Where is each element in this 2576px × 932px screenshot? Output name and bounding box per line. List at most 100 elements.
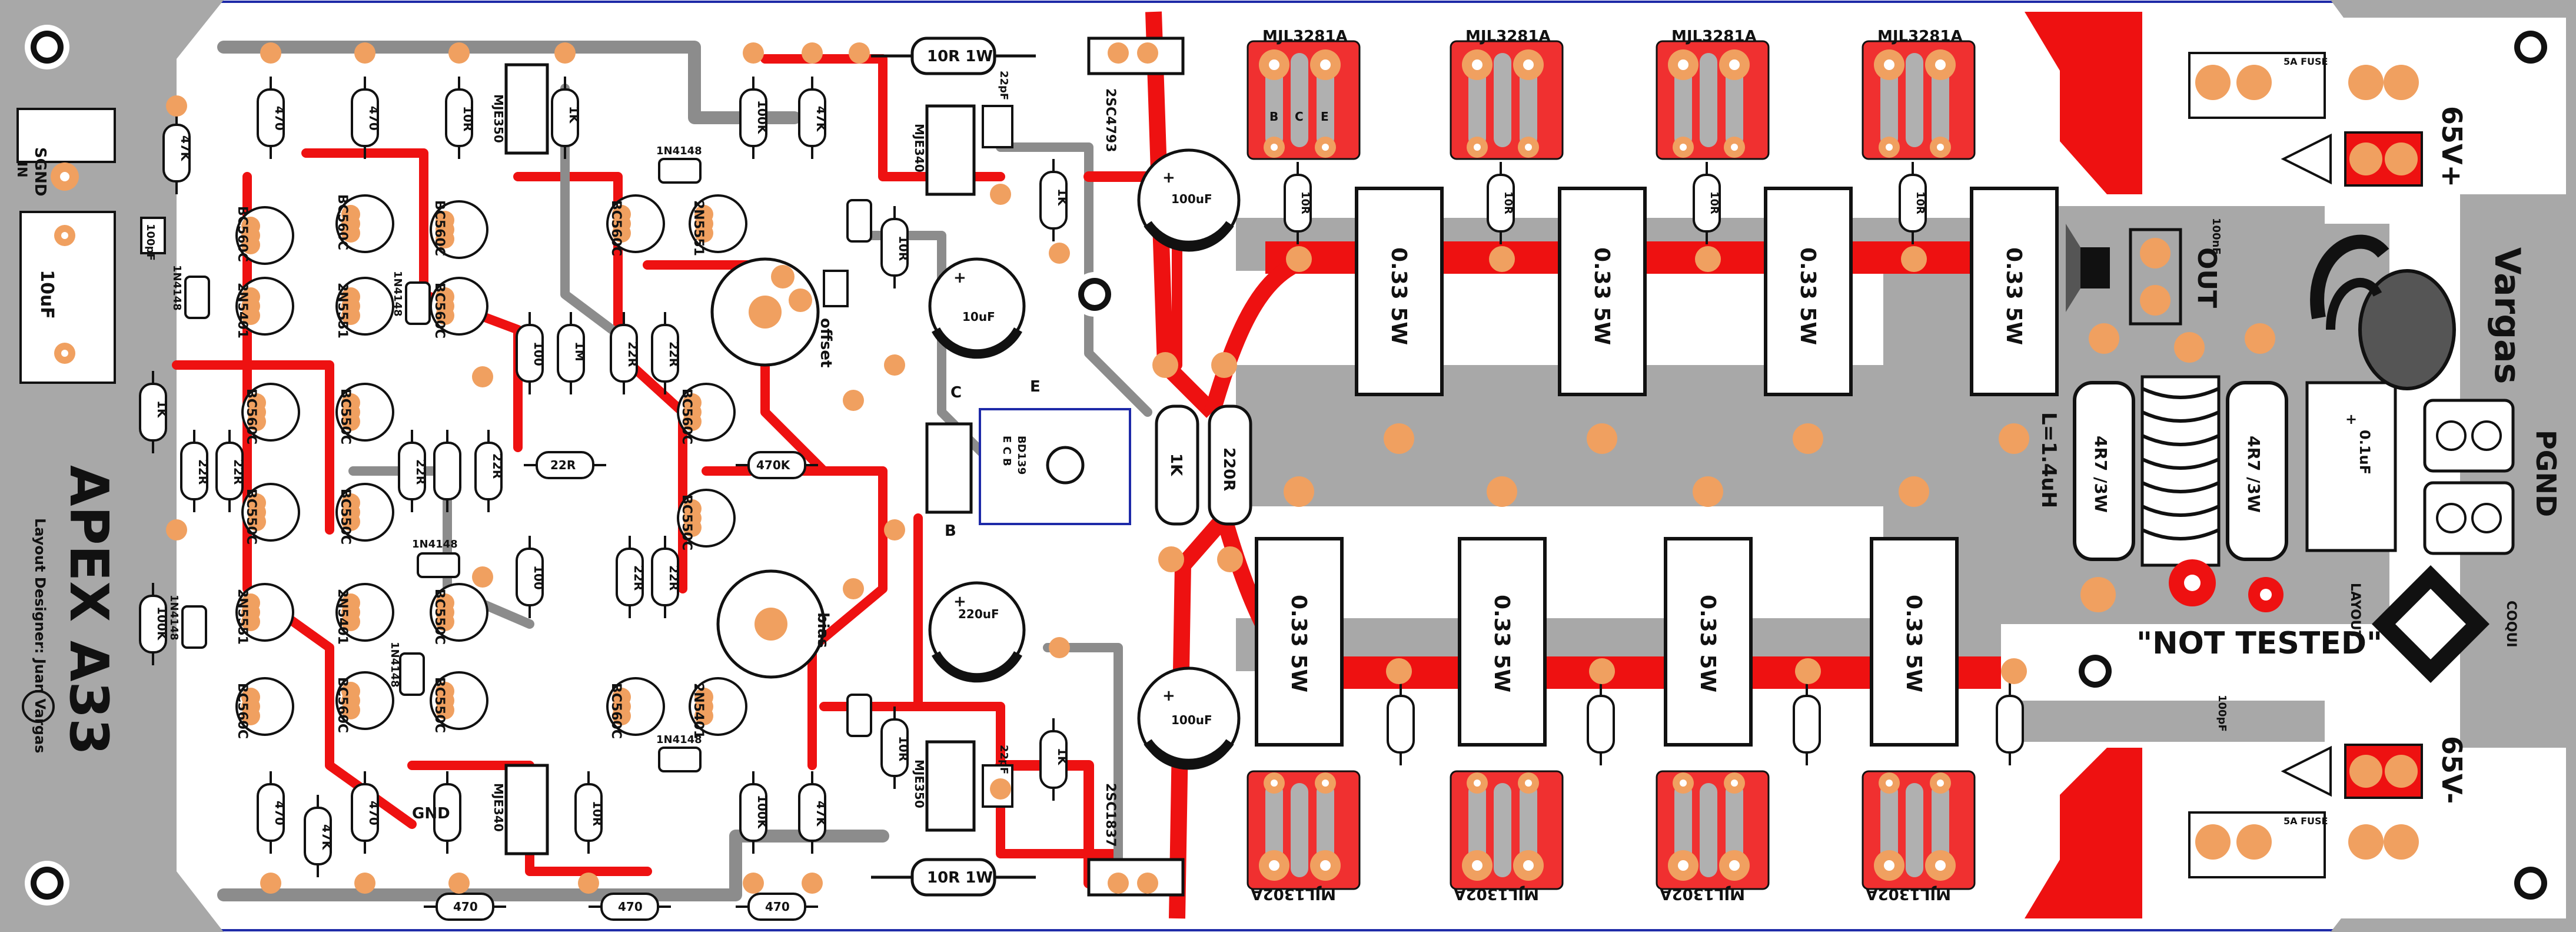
svg-text:2SC4793: 2SC4793 bbox=[1103, 88, 1118, 152]
svg-text:10R: 10R bbox=[1502, 191, 1514, 214]
svg-text:10R: 10R bbox=[896, 736, 910, 761]
svg-text:10R: 10R bbox=[1914, 191, 1926, 214]
svg-text:22R: 22R bbox=[667, 341, 681, 367]
svg-text:10R: 10R bbox=[1299, 191, 1311, 214]
r1k-label: 1K bbox=[1167, 453, 1185, 476]
svg-text:BC560C: BC560C bbox=[432, 283, 447, 339]
svg-text:B: B bbox=[945, 522, 956, 540]
vminus-connector[interactable] bbox=[2281, 744, 2423, 799]
fuse-bottom-label: 5A FUSE bbox=[2284, 815, 2328, 827]
svg-text:100: 100 bbox=[531, 341, 546, 366]
pnp-4-label: MJL1302A bbox=[1866, 885, 1951, 903]
bias-trimmer[interactable] bbox=[716, 569, 826, 679]
svg-text:47K: 47K bbox=[320, 824, 334, 851]
svg-text:10R 1W: 10R 1W bbox=[927, 48, 993, 65]
npn-3-label: MJL3281A bbox=[1671, 28, 1757, 45]
svg-text:22R: 22R bbox=[414, 459, 428, 485]
svg-text:100K: 100K bbox=[155, 606, 169, 641]
svg-text:+: + bbox=[2345, 411, 2357, 427]
zobel-cap bbox=[2305, 381, 2397, 552]
svg-text:1N4148: 1N4148 bbox=[656, 145, 702, 157]
r10-1w-top bbox=[871, 37, 1036, 75]
svg-text:100K: 100K bbox=[755, 795, 769, 830]
vminus-fuse[interactable] bbox=[2188, 811, 2419, 878]
vplus-connector[interactable] bbox=[2281, 131, 2423, 187]
svg-text:BC550C: BC550C bbox=[432, 589, 447, 645]
svg-text:10R: 10R bbox=[1708, 191, 1720, 214]
svg-text:470: 470 bbox=[765, 900, 790, 914]
svg-text:1M: 1M bbox=[573, 341, 587, 361]
svg-text:MJE350: MJE350 bbox=[491, 94, 506, 143]
svg-text:22R: 22R bbox=[550, 458, 576, 472]
svg-text:E: E bbox=[1321, 110, 1329, 124]
pre-driver-bottom bbox=[504, 764, 549, 855]
gnd-label: GND bbox=[412, 805, 450, 822]
svg-text:4R7 /3W: 4R7 /3W bbox=[2244, 436, 2263, 513]
svg-text:22R: 22R bbox=[667, 565, 681, 591]
svg-text:1K: 1K bbox=[155, 400, 169, 419]
sgnd-label: SGND bbox=[31, 147, 49, 196]
svg-text:BC560C: BC560C bbox=[235, 683, 250, 739]
svg-text:100pF: 100pF bbox=[2216, 695, 2228, 732]
svg-text:E: E bbox=[1030, 378, 1041, 396]
driver-bottom bbox=[1087, 858, 1185, 897]
not-tested-label: "NOT TESTED" bbox=[2136, 626, 2382, 661]
emitter-res-top-3: 0.33 5W bbox=[1796, 247, 1820, 345]
cap-220uf-label: 220uF bbox=[958, 607, 999, 621]
vas-bottom bbox=[925, 740, 976, 832]
svg-text:10R 1W: 10R 1W bbox=[927, 869, 993, 887]
svg-text:BC560C: BC560C bbox=[432, 200, 447, 256]
svg-text:2N5551: 2N5551 bbox=[335, 283, 350, 339]
svg-text:C: C bbox=[950, 384, 962, 402]
emitter-res-top-4: 0.33 5W bbox=[2002, 247, 2026, 345]
emitter-res-bottom-2: 0.33 5W bbox=[1490, 595, 1514, 692]
svg-text:C: C bbox=[1295, 110, 1304, 124]
svg-text:1N4148: 1N4148 bbox=[656, 734, 702, 746]
svg-text:MJE350: MJE350 bbox=[912, 759, 926, 808]
pnp-3-label: MJL1302A bbox=[1660, 885, 1745, 903]
right-ground-plane bbox=[2331, 0, 2576, 932]
svg-text:22R: 22R bbox=[196, 459, 210, 485]
svg-text:BC560C: BC560C bbox=[679, 389, 694, 445]
pgnd-connector[interactable] bbox=[2423, 399, 2515, 555]
offset-trimmer[interactable] bbox=[710, 257, 820, 367]
designer-credit: Layout Designer: Juan Vargas bbox=[32, 518, 48, 753]
inductor-label: L=1.4uH bbox=[2037, 412, 2060, 508]
svg-text:10R: 10R bbox=[590, 801, 604, 826]
svg-text:1K: 1K bbox=[567, 106, 581, 124]
negative-rail bbox=[1177, 748, 2142, 918]
svg-text:2N5551: 2N5551 bbox=[235, 589, 250, 645]
svg-text:BC560C: BC560C bbox=[609, 200, 623, 256]
svg-text:BC550C: BC550C bbox=[338, 389, 353, 445]
svg-text:2N5401: 2N5401 bbox=[335, 589, 350, 645]
npn-1-label: MJL3281A bbox=[1262, 28, 1348, 45]
r4r7-right bbox=[2226, 381, 2288, 561]
svg-text:+: + bbox=[1162, 169, 1175, 187]
output-inductor bbox=[2140, 375, 2221, 567]
svg-text:10R: 10R bbox=[896, 236, 910, 261]
skull-icon bbox=[22, 690, 55, 723]
vplus-fuse[interactable] bbox=[2188, 52, 2419, 119]
svg-text:1N4148: 1N4148 bbox=[391, 271, 404, 317]
driver-top bbox=[1087, 37, 1185, 75]
r220-label: 220R bbox=[1220, 447, 1238, 491]
r4r7-left bbox=[2073, 381, 2135, 561]
svg-text:4R7 /3W: 4R7 /3W bbox=[2091, 436, 2110, 513]
svg-text:470: 470 bbox=[618, 900, 643, 914]
svg-text:BC550C: BC550C bbox=[432, 677, 447, 733]
svg-text:E C B: E C B bbox=[1001, 436, 1013, 466]
svg-text:470K: 470K bbox=[756, 458, 791, 472]
svg-text:+: + bbox=[953, 593, 966, 611]
svg-text:1N4148: 1N4148 bbox=[412, 538, 458, 550]
r10-1w-bottom bbox=[871, 858, 1036, 897]
svg-text:1N4148: 1N4148 bbox=[168, 595, 180, 641]
svg-text:470: 470 bbox=[272, 801, 287, 825]
svg-text:BC550C: BC550C bbox=[338, 489, 353, 545]
diode-label: 1N4148 bbox=[171, 265, 183, 311]
svg-text:22pF: 22pF bbox=[998, 71, 1010, 100]
svg-text:BC560C: BC560C bbox=[244, 389, 258, 445]
npn-4-label: MJL3281A bbox=[1877, 28, 1963, 45]
svg-text:100K: 100K bbox=[755, 100, 769, 135]
svg-text:470: 470 bbox=[272, 106, 287, 131]
